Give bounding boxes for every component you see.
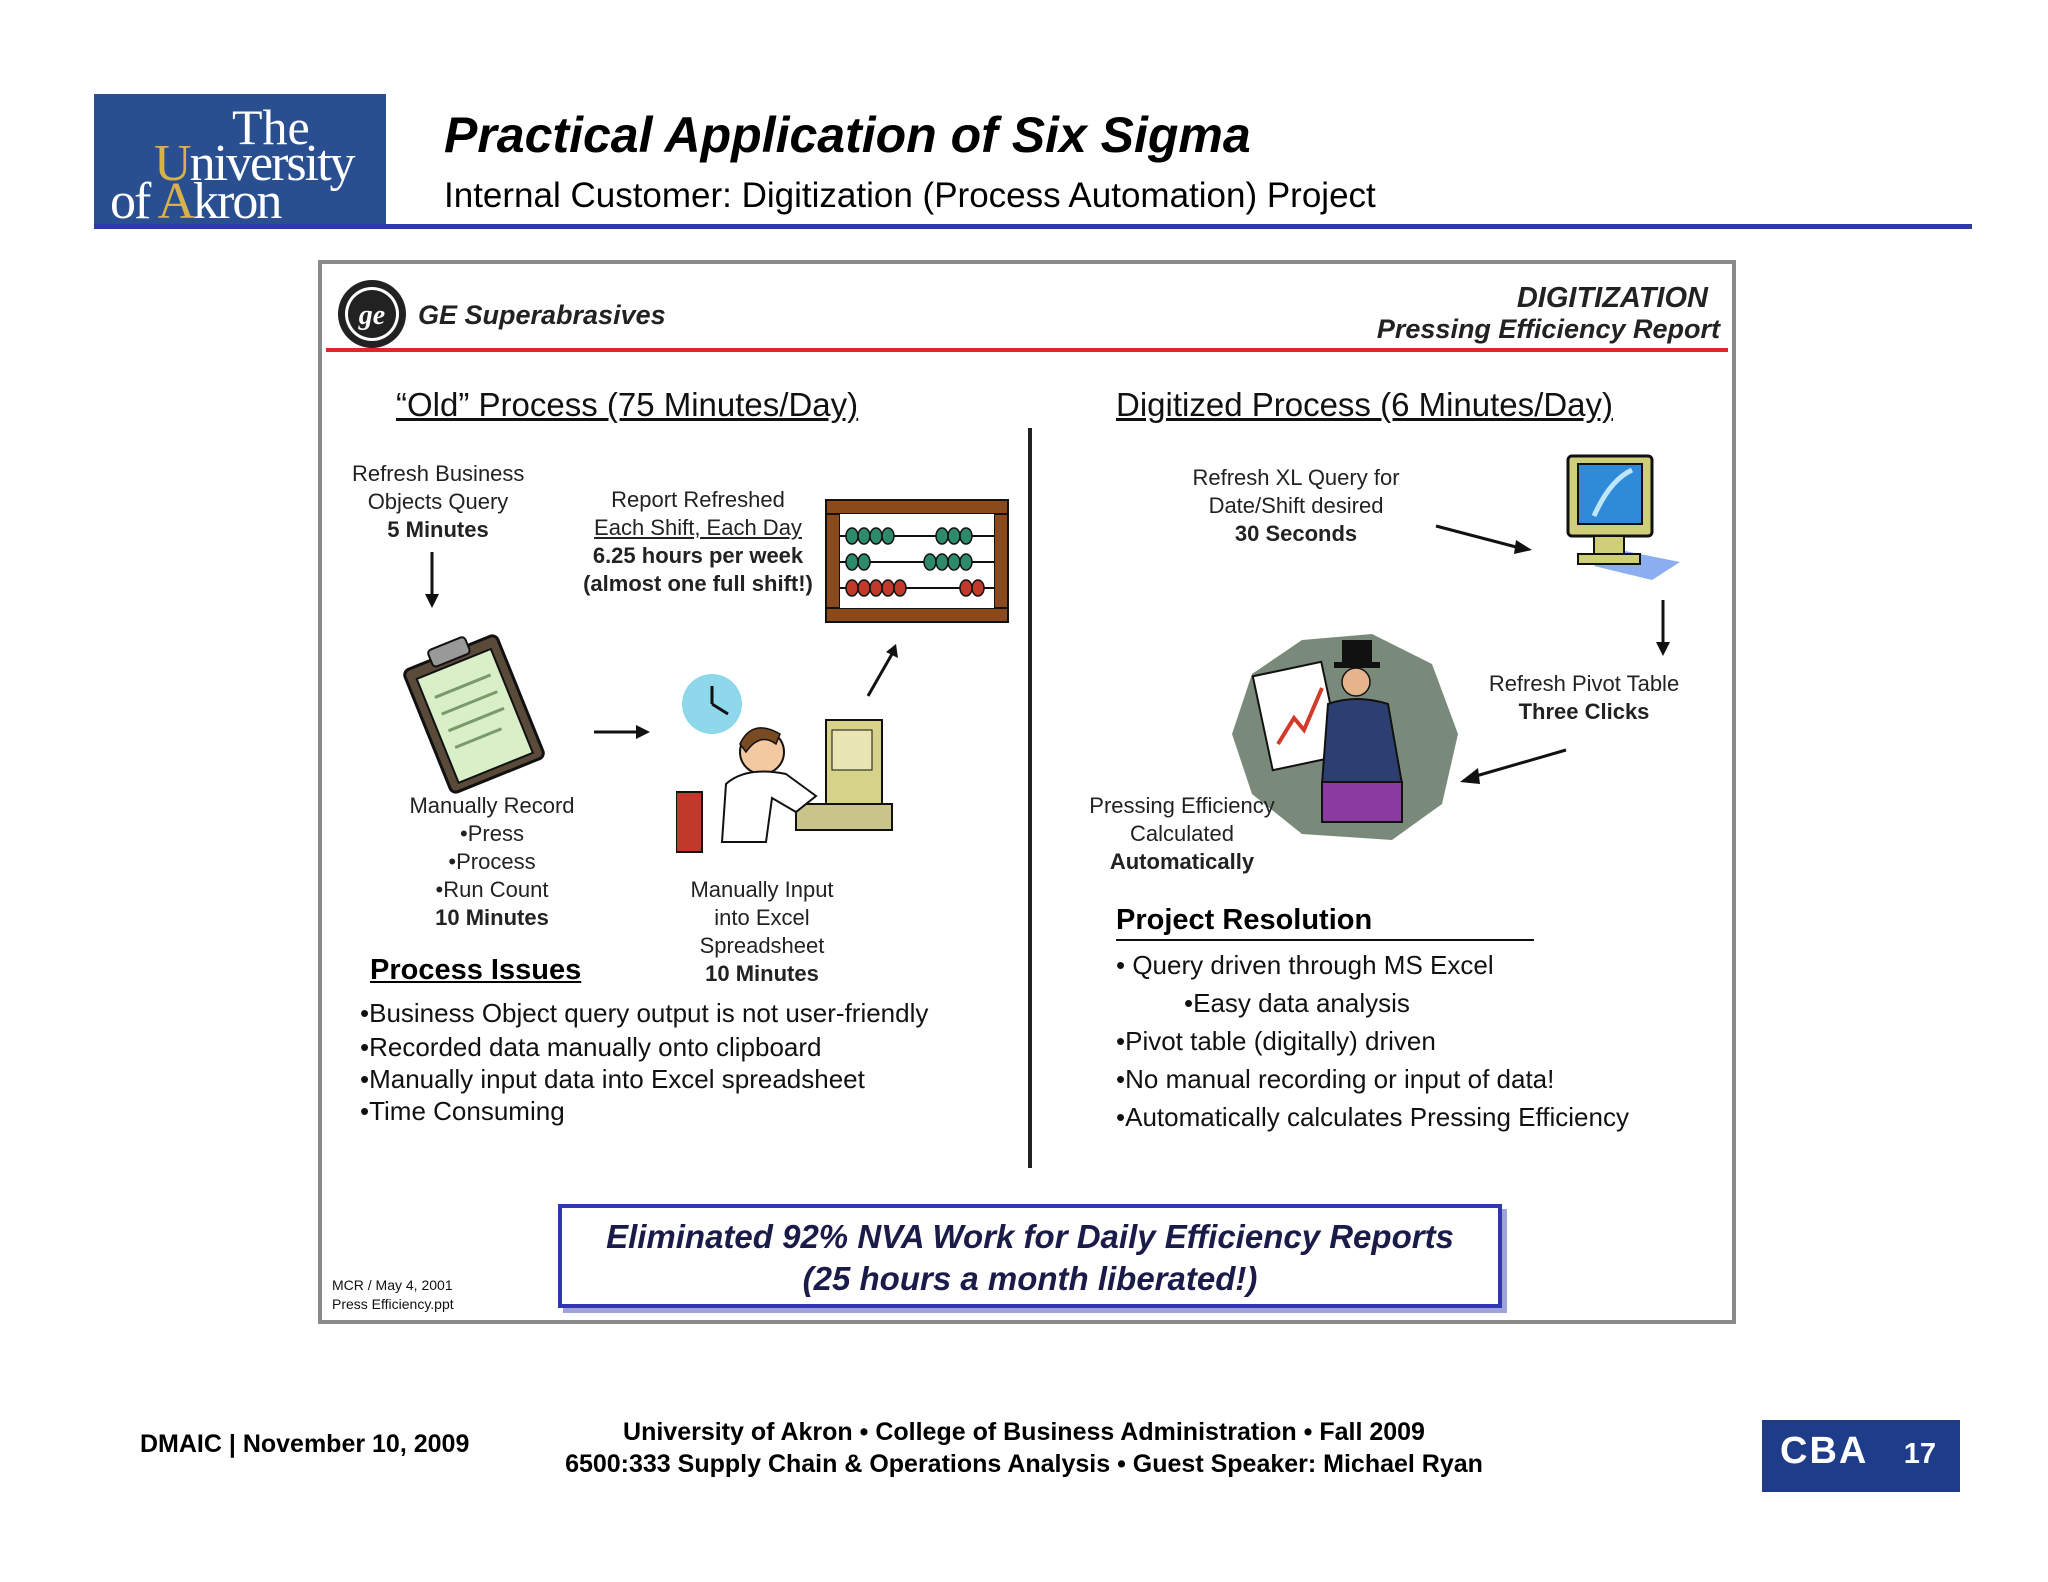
- label-line: •Run Count: [435, 877, 549, 902]
- refresh-pivot-label: Refresh Pivot Table Three Clicks: [1476, 670, 1692, 726]
- embedded-slide: ge GE Superabrasives DIGITIZATION Pressi…: [318, 260, 1736, 1324]
- list-item: •Business Object query output is not use…: [360, 998, 929, 1028]
- label-line: Manually Record: [409, 793, 575, 818]
- left-arrow-icon: [1460, 748, 1567, 784]
- person-at-computer-icon: [676, 674, 893, 853]
- label-line: Date/Shift desired: [1208, 493, 1384, 518]
- abacus-icon: [825, 499, 1009, 623]
- businessman-chart-icon: [1232, 634, 1458, 840]
- svg-text:ge: ge: [358, 300, 385, 331]
- footer-course: 6500:333 Supply Chain & Operations Analy…: [565, 1450, 1483, 1478]
- slide-footnote: MCR / May 4, 2001 Press Efficiency.ppt: [332, 1276, 454, 1314]
- footnote-line: Press Efficiency.ppt: [332, 1296, 454, 1312]
- list-item: •Easy data analysis: [1184, 988, 1410, 1018]
- pressing-efficiency-label: Pressing Efficiency Calculated Automatic…: [1074, 792, 1290, 876]
- footnote-line: MCR / May 4, 2001: [332, 1277, 453, 1293]
- up-right-arrow-icon: [866, 644, 898, 697]
- label-line: •Press: [460, 821, 524, 846]
- logo-text-the: The: [232, 99, 310, 155]
- process-issues-heading: Process Issues: [370, 954, 582, 986]
- list-item: •Manually input data into Excel spreadsh…: [360, 1064, 865, 1094]
- banner-line: (25 hours a month liberated!): [802, 1260, 1258, 1297]
- label-line: into Excel: [714, 905, 810, 930]
- report-refreshed-label: Report Refreshed Each Shift, Each Day 6.…: [578, 486, 818, 598]
- logo-text-akron: of Akron: [110, 173, 282, 230]
- list-item: •Pivot table (digitally) driven: [1116, 1026, 1436, 1056]
- digitized-process-heading: Digitized Process (6 Minutes/Day): [1116, 386, 1613, 423]
- university-logo: The University of Akron: [94, 94, 386, 230]
- label-line: 6.25 hours per week: [592, 543, 804, 568]
- label-line: Report Refreshed: [611, 487, 785, 512]
- right-arrow-icon: [594, 725, 650, 739]
- list-item: •Recorded data manually onto clipboard: [360, 1032, 822, 1062]
- cba-badge: CBA 17: [1762, 1420, 1960, 1492]
- label-time: 10 Minutes: [435, 905, 549, 930]
- list-item: •Automatically calculates Pressing Effic…: [1116, 1102, 1629, 1132]
- page-title: Practical Application of Six Sigma: [444, 107, 1251, 163]
- page-number: 17: [1903, 1438, 1936, 1470]
- list-item: • Query driven through MS Excel: [1116, 950, 1494, 980]
- refresh-bo-label: Refresh Business Objects Query 5 Minutes: [352, 460, 524, 544]
- page-subtitle: Internal Customer: Digitization (Process…: [444, 176, 1376, 215]
- old-process-heading: “Old” Process (75 Minutes/Day): [396, 386, 859, 423]
- label-line: Objects Query: [367, 489, 509, 514]
- list-item: •No manual recording or input of data!: [1116, 1064, 1555, 1094]
- label-time: 5 Minutes: [387, 517, 489, 542]
- report-title: DIGITIZATION: [1516, 282, 1708, 314]
- label-line: (almost one full shift!): [583, 571, 813, 596]
- label-line: Manually Input: [690, 877, 834, 902]
- header-rule: [94, 224, 1972, 229]
- down-arrow-icon: [425, 552, 439, 608]
- list-item: •Time Consuming: [360, 1096, 565, 1126]
- results-banner: Eliminated 92% NVA Work for Daily Effici…: [558, 1204, 1502, 1308]
- manual-input-label: Manually Input into Excel Spreadsheet 10…: [662, 876, 862, 988]
- ge-logo-icon: ge: [338, 280, 406, 348]
- label-time: 30 Seconds: [1234, 521, 1358, 546]
- label-line: Each Shift, Each Day: [594, 515, 802, 540]
- footer-date: DMAIC | November 10, 2009: [140, 1430, 470, 1458]
- label-line: Refresh Pivot Table: [1488, 671, 1680, 696]
- label-time: Three Clicks: [1518, 699, 1650, 724]
- process-issues-list: •Business Object query output is not use…: [360, 994, 928, 1130]
- label-time: 10 Minutes: [705, 961, 819, 986]
- red-rule: [326, 348, 1728, 352]
- label-line: Pressing Efficiency: [1089, 793, 1275, 818]
- banner-line: Eliminated 92% NVA Work for Daily Effici…: [606, 1218, 1454, 1255]
- project-resolution-list: • Query driven through MS Excel •Easy da…: [1116, 946, 1629, 1136]
- clipboard-icon: [403, 634, 545, 794]
- column-divider: [1028, 428, 1032, 1168]
- cba-label: CBA: [1780, 1430, 1869, 1472]
- right-arrow-icon: [1435, 524, 1532, 554]
- company-name: GE Superabrasives: [418, 300, 666, 330]
- label-line: Refresh XL Query for: [1192, 465, 1400, 490]
- label-line: •Process: [448, 849, 536, 874]
- footer-institution: University of Akron • College of Busines…: [623, 1418, 1425, 1446]
- computer-monitor-icon: [1566, 454, 1680, 580]
- label-time: Automatically: [1109, 849, 1255, 874]
- manual-record-label: Manually Record •Press •Process •Run Cou…: [382, 792, 602, 932]
- refresh-xl-label: Refresh XL Query for Date/Shift desired …: [1178, 464, 1414, 548]
- label-line: Calculated: [1130, 821, 1234, 846]
- project-resolution-heading: Project Resolution: [1116, 904, 1534, 941]
- report-subtitle: Pressing Efficiency Report: [1376, 314, 1720, 344]
- logo-text-university: University: [154, 135, 356, 192]
- label-line: Refresh Business: [352, 461, 525, 486]
- down-arrow-icon: [1656, 600, 1670, 656]
- label-line: Spreadsheet: [699, 933, 825, 958]
